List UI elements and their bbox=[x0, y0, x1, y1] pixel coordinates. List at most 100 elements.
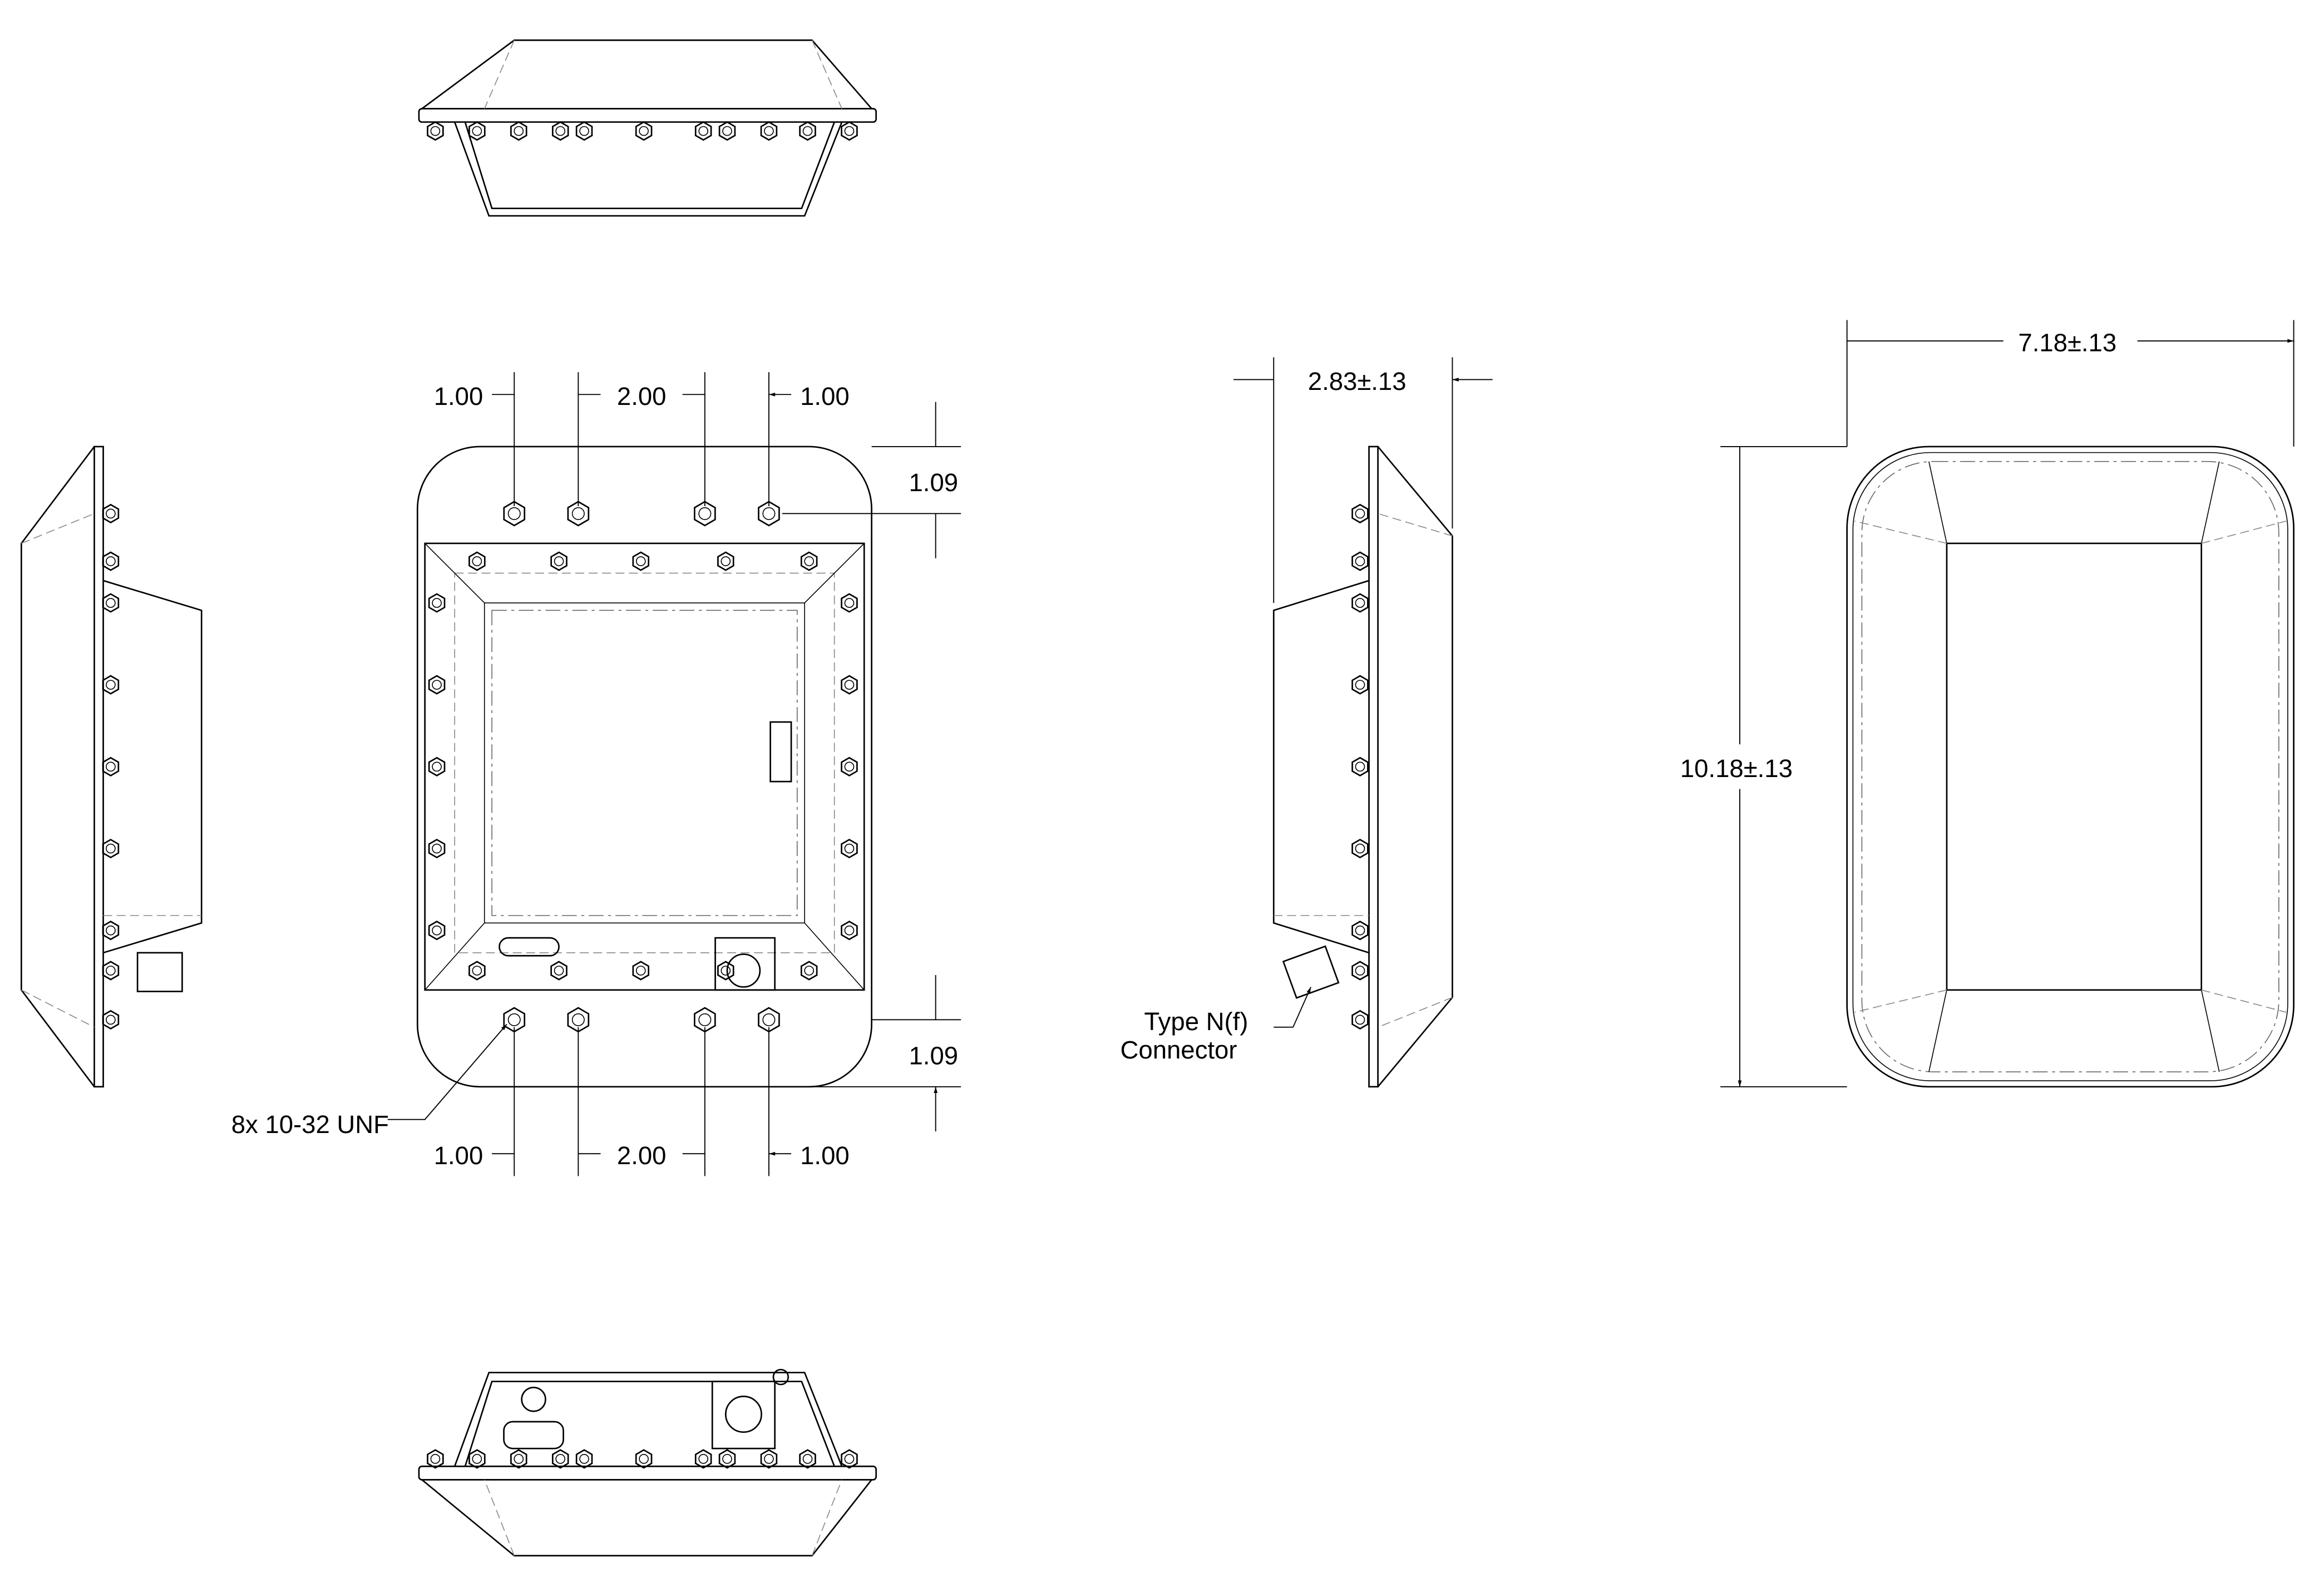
bolt-hole bbox=[844, 598, 855, 608]
bolt-hole bbox=[571, 1013, 585, 1026]
bolt-hole bbox=[472, 126, 482, 136]
bottom-view bbox=[418, 1368, 877, 1557]
bolt-icon bbox=[694, 121, 712, 141]
rear-view: 7.18±.13 10.18±.13 bbox=[1680, 320, 2294, 1086]
bolt-hole bbox=[514, 126, 524, 136]
bolt-hole bbox=[472, 556, 482, 566]
bolt-icon bbox=[551, 121, 569, 141]
bolt-hole bbox=[635, 556, 646, 566]
bolt-hole bbox=[762, 1013, 776, 1026]
right-side-view bbox=[1272, 446, 1453, 1088]
bolt-icon bbox=[718, 121, 736, 141]
bolt-hole bbox=[639, 126, 649, 136]
bolt-hole bbox=[579, 1454, 589, 1464]
bolt-hole bbox=[1355, 761, 1365, 772]
bolt-hole bbox=[639, 1454, 649, 1464]
bolt-icon bbox=[800, 551, 818, 571]
bolt-icon bbox=[551, 1449, 569, 1469]
bolt-icon bbox=[102, 593, 120, 613]
bolt-icon bbox=[468, 961, 486, 981]
bolt-hole bbox=[106, 1015, 116, 1025]
bolt-icon bbox=[841, 1449, 858, 1469]
dim-top-left: 1.00 bbox=[434, 382, 483, 410]
bolt-hole bbox=[764, 126, 774, 136]
bolt-hole bbox=[432, 761, 442, 772]
bolt-hole bbox=[432, 680, 442, 690]
bolt-icon bbox=[1351, 551, 1369, 571]
width-dim: 7.18±.13 bbox=[2018, 329, 2116, 357]
bolt-hole bbox=[635, 966, 646, 976]
dsub-connector-icon bbox=[503, 1421, 564, 1450]
dim-bottom-center: 2.00 bbox=[617, 1141, 667, 1170]
bolt-hole bbox=[472, 1454, 482, 1464]
bolt-icon bbox=[635, 1449, 653, 1469]
bolt-hole bbox=[1355, 680, 1365, 690]
bolt-hole bbox=[579, 126, 589, 136]
bolt-hole bbox=[507, 507, 521, 520]
side-dimensions: 2.83±.13 Type N(f) Connector bbox=[1121, 357, 1493, 1064]
bolt-icon bbox=[694, 1449, 712, 1469]
stud-icon bbox=[758, 501, 780, 527]
bolt-icon bbox=[102, 921, 120, 941]
bolt-icon bbox=[428, 593, 446, 613]
bolt-icon bbox=[1351, 921, 1369, 941]
bolt-icon bbox=[718, 1449, 736, 1469]
bolt-icon bbox=[428, 838, 446, 859]
bolt-hole bbox=[721, 556, 731, 566]
bolt-hole bbox=[804, 556, 815, 566]
bolt-icon bbox=[468, 1449, 486, 1469]
bolt-icon bbox=[102, 1010, 120, 1030]
bolt-hole bbox=[1355, 508, 1365, 519]
bolt-icon bbox=[760, 1449, 778, 1469]
bolt-icon bbox=[550, 551, 568, 571]
left-side-view bbox=[21, 446, 203, 1088]
stud-icon bbox=[694, 501, 716, 527]
bolt-hole bbox=[106, 761, 116, 772]
dim-top-right: 1.00 bbox=[800, 382, 850, 410]
bolt-icon bbox=[102, 961, 120, 981]
bolt-icon bbox=[841, 675, 858, 695]
dim-top-edge: 1.09 bbox=[909, 468, 959, 497]
bolt-hole bbox=[554, 556, 564, 566]
bolt-hole bbox=[698, 507, 712, 520]
connector-callout-line2: Connector bbox=[1121, 1036, 1237, 1064]
n-connector-icon bbox=[1282, 945, 1340, 999]
bolt-hole bbox=[844, 1454, 855, 1464]
n-connector-icon bbox=[136, 952, 183, 992]
bolt-hole bbox=[432, 598, 442, 608]
bolt-hole bbox=[698, 126, 708, 136]
bolt-hole bbox=[844, 843, 855, 854]
hole-callout: 8x 10-32 UNF bbox=[231, 1110, 389, 1139]
bolt-hole bbox=[432, 925, 442, 936]
stud-icon bbox=[503, 501, 526, 527]
bolt-hole bbox=[507, 1013, 521, 1026]
bolt-icon bbox=[510, 1449, 527, 1469]
bolt-hole bbox=[844, 925, 855, 936]
bolt-hole bbox=[554, 966, 564, 976]
bolt-hole bbox=[722, 126, 732, 136]
bolt-icon bbox=[550, 961, 568, 981]
bolt-icon bbox=[102, 503, 120, 523]
bolt-hole bbox=[762, 507, 776, 520]
bolt-icon bbox=[717, 551, 734, 571]
dim-bottom-left: 1.00 bbox=[434, 1141, 483, 1170]
bolt-icon bbox=[1351, 675, 1369, 695]
bolt-hole bbox=[106, 680, 116, 690]
bolt-icon bbox=[102, 675, 120, 695]
bolt-hole bbox=[106, 925, 116, 936]
bolt-icon bbox=[635, 121, 653, 141]
bolt-icon bbox=[841, 121, 858, 141]
bolt-icon bbox=[1351, 1010, 1369, 1030]
bolt-icon bbox=[632, 961, 650, 981]
bolt-hole bbox=[106, 843, 116, 854]
bolt-icon bbox=[102, 756, 120, 776]
bolt-icon bbox=[428, 921, 446, 941]
bolt-icon bbox=[632, 551, 650, 571]
bolt-hole bbox=[844, 680, 855, 690]
depth-dim: 2.83±.13 bbox=[1308, 367, 1407, 395]
front-view: 1.00 2.00 1.00 1.00 2.00 1.00 1.09 1.09 … bbox=[231, 372, 961, 1176]
vent-icon bbox=[521, 1387, 546, 1412]
dim-top-center: 2.00 bbox=[617, 382, 667, 410]
bolt-hole bbox=[698, 1454, 708, 1464]
